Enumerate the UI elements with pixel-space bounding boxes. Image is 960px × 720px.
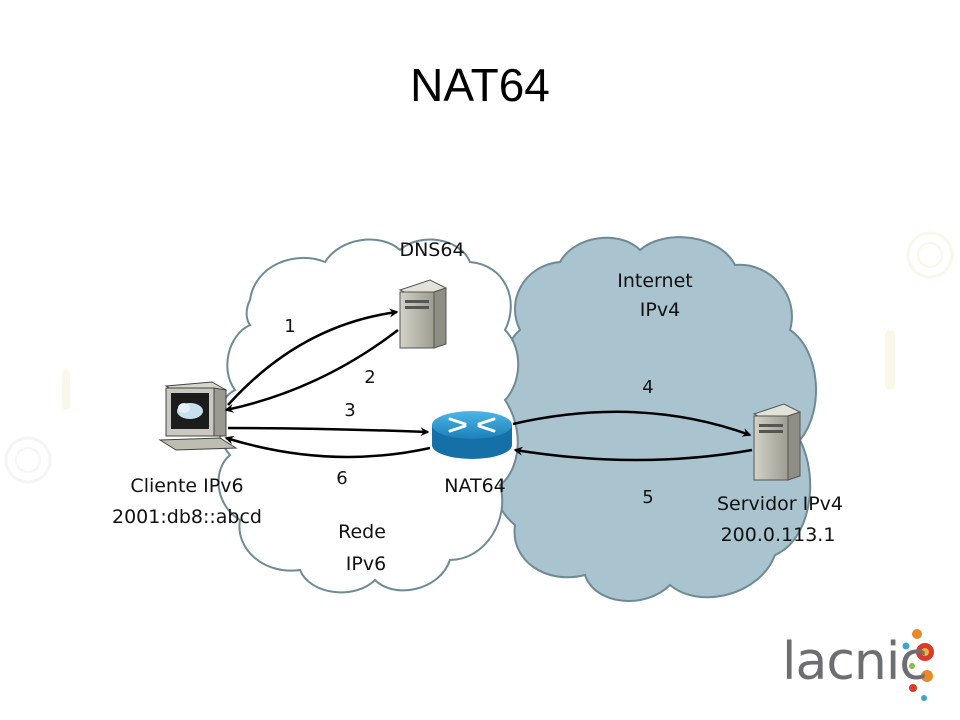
arrow-step-1	[227, 308, 399, 406]
step-label-5: 5	[642, 487, 653, 508]
server-label-line2: 200.0.113.1	[721, 524, 836, 546]
step-label-4: 4	[642, 377, 653, 398]
arrow-step-6	[224, 435, 431, 459]
step-label-6: 6	[336, 468, 347, 489]
client-label-line1: Cliente IPv6	[130, 475, 243, 497]
lacnic-logo: lacnic	[782, 632, 928, 692]
client-label-line2: 2001:db8::abcd	[112, 506, 262, 528]
dns64-server-icon	[398, 279, 448, 349]
lacnic-logo-dots	[902, 629, 934, 701]
arrow-step-3	[227, 426, 430, 437]
nat64-label: NAT64	[444, 475, 506, 497]
arrow-step-4	[512, 410, 752, 437]
internet-label-line2: IPv4	[640, 299, 680, 321]
slide-title: NAT64	[410, 59, 550, 111]
dns64-label: DNS64	[399, 239, 464, 261]
background-decoration	[4, 231, 954, 484]
ipv4-server-icon	[752, 403, 802, 481]
arrow-step-2	[224, 329, 399, 413]
rede-label-line2: IPv6	[346, 553, 386, 575]
arrow-step-5	[513, 446, 753, 462]
internet-label-line1: Internet	[617, 270, 692, 292]
server-label-line1: Servidor IPv4	[717, 493, 843, 515]
step-label-3: 3	[344, 400, 355, 421]
step-label-2: 2	[364, 367, 375, 388]
step-label-1: 1	[284, 316, 295, 337]
nat64-router-icon	[432, 411, 512, 459]
rede-label-line1: Rede	[338, 521, 386, 543]
